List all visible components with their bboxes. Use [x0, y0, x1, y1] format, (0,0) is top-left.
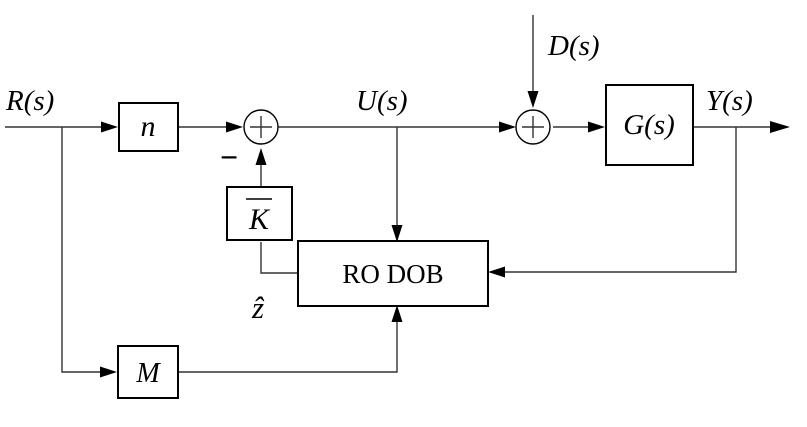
arrowhead-output [770, 121, 790, 133]
arrowhead-into-sum1 [226, 121, 243, 133]
line-r-to-m [61, 127, 105, 373]
label-estimate: ẑ [251, 290, 265, 325]
block-n [118, 102, 179, 152]
line-y-feedback [493, 127, 737, 273]
block-k [226, 186, 293, 241]
arrowhead-into-g [588, 121, 605, 133]
arrowhead-u-into-dob [391, 225, 403, 242]
arrowhead-d-into-sum2 [527, 91, 539, 108]
summing-junction-feedback [243, 109, 279, 145]
block-plant [605, 84, 694, 166]
label-output: Y(s) [706, 85, 753, 117]
arrowhead-m-into-dob [391, 305, 403, 322]
arrowhead-y-into-dob [488, 266, 505, 278]
arrowhead-k-into-sum1 [255, 148, 267, 165]
sign-feedback-minus: − [220, 139, 238, 175]
label-reference: R(s) [5, 85, 54, 117]
summing-junction-disturbance [515, 109, 551, 145]
arrowhead-into-sum2 [499, 121, 516, 133]
block-n-label: n [141, 110, 156, 143]
label-control: U(s) [356, 85, 408, 117]
line-dob-to-k [260, 242, 298, 274]
block-ro-dob [297, 240, 489, 307]
block-k-label: K [248, 203, 271, 236]
arrowhead-into-n [101, 121, 118, 133]
line-m-to-dob [178, 312, 398, 373]
block-ro-dob-label: RO DOB [342, 259, 443, 289]
block-plant-label: G(s) [623, 109, 675, 141]
block-m [117, 345, 179, 399]
arrowhead-into-m [100, 366, 117, 378]
block-m-label: M [135, 358, 161, 389]
label-disturbance: D(s) [547, 30, 600, 62]
